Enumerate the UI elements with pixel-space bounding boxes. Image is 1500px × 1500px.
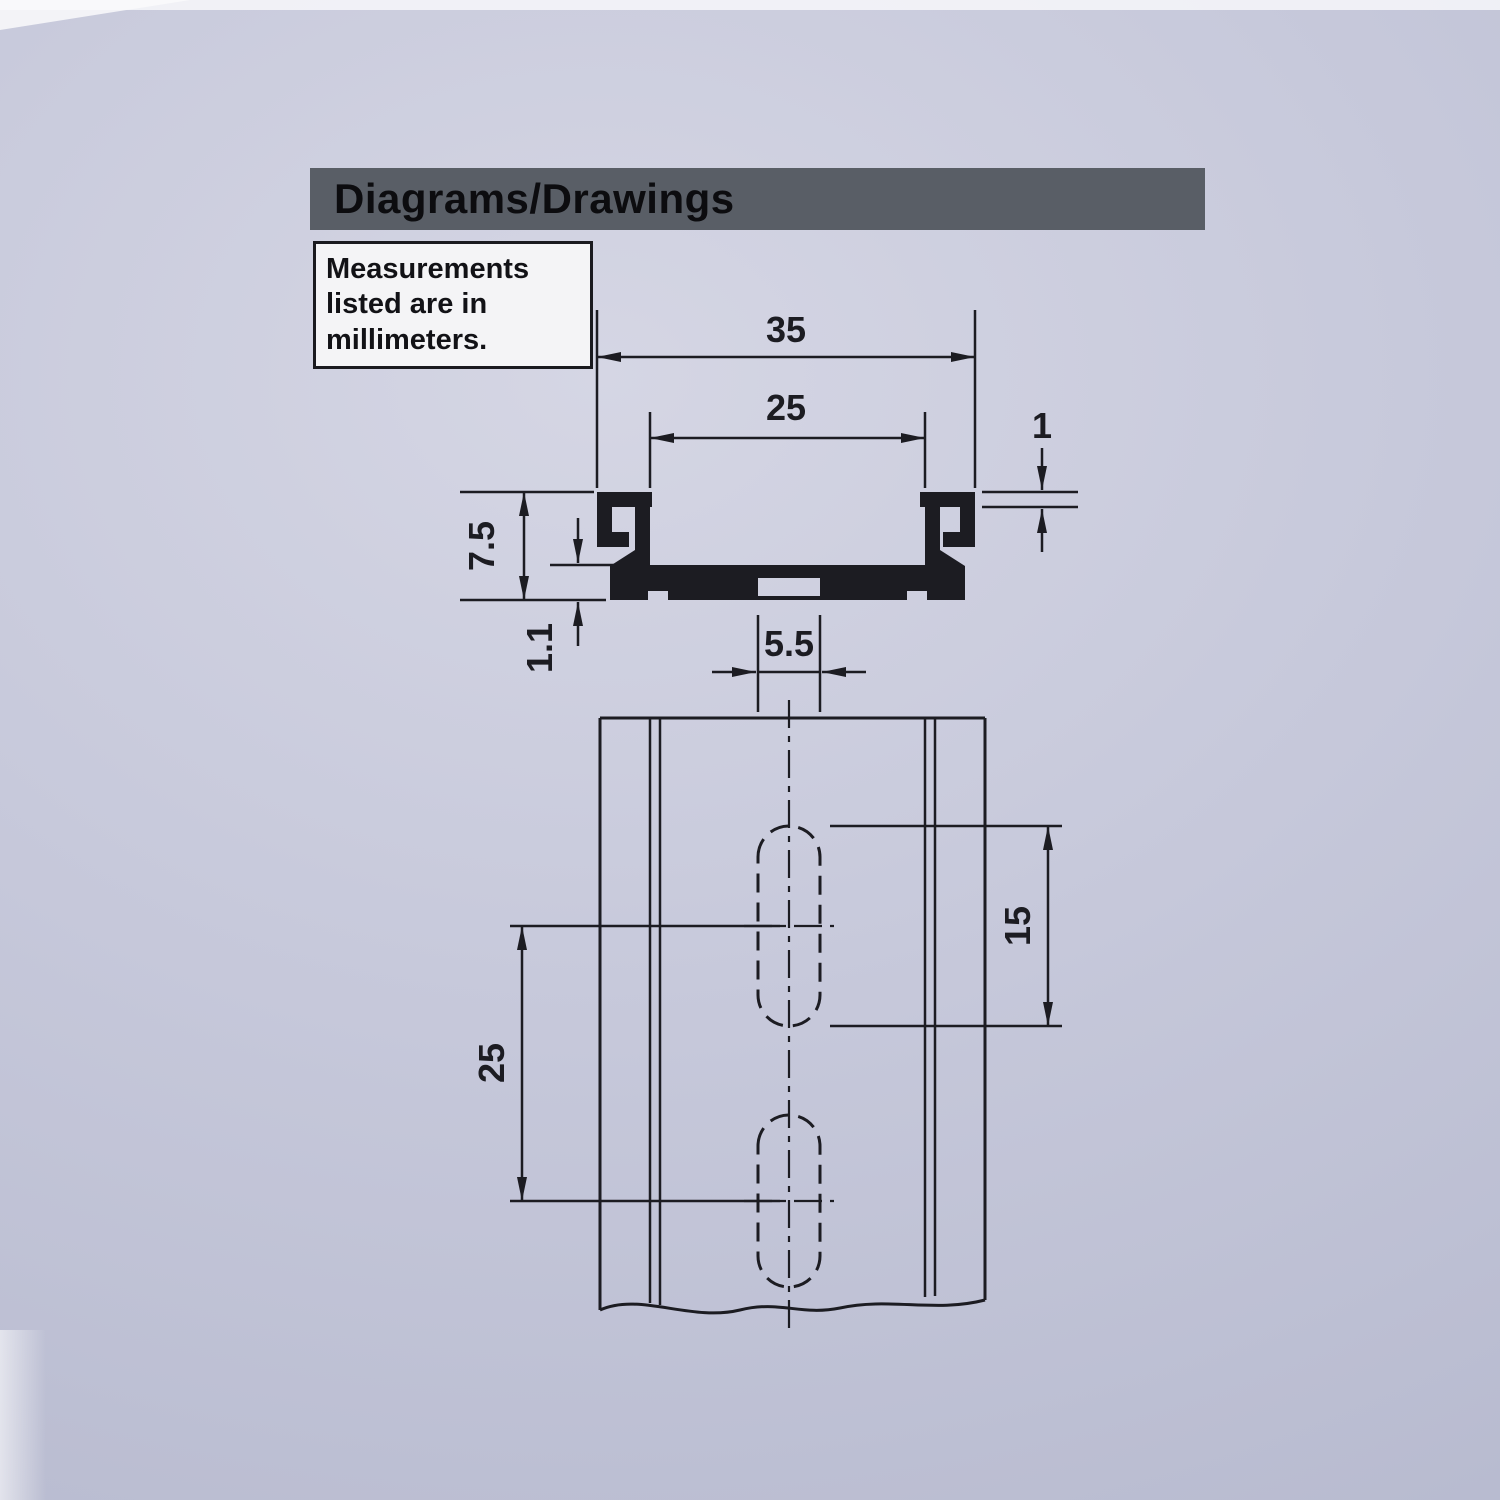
dim-flange-thickness: 1 [982, 405, 1078, 552]
dim-label-overall-width: 35 [766, 309, 806, 350]
dim-label-slot-length: 15 [997, 906, 1038, 946]
section-header: Diagrams/Drawings [310, 168, 1205, 230]
units-note: Measurements listed are in millimeters. [313, 241, 593, 370]
dim-overall-width: 35 [595, 309, 977, 488]
dim-height: 7.5 [460, 490, 606, 602]
mounting-slot-upper [756, 824, 822, 1028]
mounting-slot-lower [756, 1113, 822, 1289]
dim-label-base-thickness: 1.1 [519, 623, 560, 673]
photo-page-edge-top [0, 0, 1500, 10]
dim-slot-width: 5.5 [712, 615, 866, 712]
dim-label-inner-width: 25 [766, 387, 806, 428]
photo-page-edge-bottom-left [0, 1330, 46, 1500]
dim-base-thickness: 1.1 [519, 518, 648, 673]
dim-label-flange-thickness: 1 [1032, 405, 1052, 446]
dim-slot-length: 15 [830, 824, 1062, 1028]
break-line [599, 1298, 986, 1315]
rail-body [610, 492, 965, 600]
dim-label-slot-width: 5.5 [764, 623, 814, 664]
dim-label-slot-spacing: 25 [471, 1043, 512, 1083]
top-view: 15 25 [471, 700, 1062, 1335]
cross-section-view: 35 25 1 7.5 1.1 [460, 309, 1078, 712]
section-title: Diagrams/Drawings [334, 175, 735, 222]
dim-slot-spacing: 25 [471, 924, 780, 1203]
dim-label-height: 7.5 [461, 521, 502, 571]
units-note-text: Measurements listed are in millimeters. [326, 253, 530, 356]
dim-inner-width: 25 [648, 387, 927, 488]
